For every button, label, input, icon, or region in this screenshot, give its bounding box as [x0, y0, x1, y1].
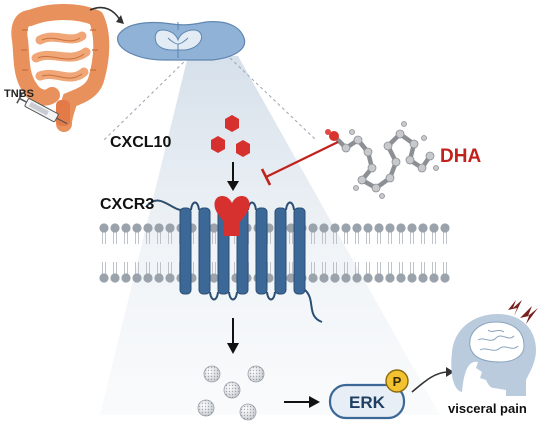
- lipid-head: [396, 223, 406, 233]
- inhibition-bar: [260, 168, 272, 186]
- lipid-head: [418, 273, 428, 283]
- erk-node: [328, 383, 406, 420]
- lipid-head: [319, 273, 329, 283]
- lipid-head: [418, 223, 428, 233]
- lipid-head: [396, 273, 406, 283]
- lipid-head: [308, 223, 318, 233]
- lipid-head: [132, 223, 142, 233]
- erk-label: ERK: [349, 393, 386, 412]
- gut-to-cord-arrow: [89, 6, 121, 21]
- lipid-head: [121, 273, 131, 283]
- brain-pain-icon: [451, 300, 538, 396]
- vesicle-cluster: [197, 365, 265, 421]
- cxcr3-label: CXCR3: [100, 196, 154, 213]
- lipid-head: [209, 223, 219, 233]
- lipid-head: [374, 273, 384, 283]
- lipid-head: [330, 223, 340, 233]
- spinal-cord-icon: [117, 21, 246, 61]
- lipid-head: [429, 273, 439, 283]
- lipid-head: [165, 223, 175, 233]
- dha-molecule-icon: [325, 121, 439, 199]
- lipid-head: [319, 223, 329, 233]
- lipid-head: [110, 273, 120, 283]
- lipid-head: [341, 273, 351, 283]
- lipid-head: [440, 273, 450, 283]
- lipid-head: [286, 273, 296, 283]
- lipid-head: [154, 273, 164, 283]
- lipid-head: [143, 223, 153, 233]
- lipid-head: [154, 223, 164, 233]
- phospho-badge: [385, 369, 409, 393]
- magnification-cone: [100, 56, 440, 415]
- lipid-head: [330, 273, 340, 283]
- syringe-icon: [16, 93, 68, 125]
- phospho-label: P: [393, 374, 402, 389]
- cxcl10-label: CXCL10: [110, 134, 171, 151]
- dha-label: DHA: [440, 146, 481, 167]
- lipid-head: [385, 273, 395, 283]
- lipid-head: [165, 273, 175, 283]
- lipid-head: [286, 223, 296, 233]
- lipid-head: [352, 273, 362, 283]
- lipid-head: [99, 223, 109, 233]
- lipid-head: [352, 223, 362, 233]
- lipid-head: [407, 273, 417, 283]
- to-pain-arrow: [411, 371, 449, 393]
- lipid-head: [385, 223, 395, 233]
- dha-inhibition-line: [265, 141, 339, 178]
- tnbs-label: TNBS: [4, 88, 34, 100]
- cxcl10-ligand-icon: [211, 115, 250, 157]
- lipid-head: [209, 273, 219, 283]
- lipid-head: [121, 223, 131, 233]
- lipid-head: [429, 223, 439, 233]
- lipid-head: [99, 273, 109, 283]
- lipid-head: [440, 223, 450, 233]
- lipid-head: [308, 273, 318, 283]
- lipid-head: [110, 223, 120, 233]
- visceral-pain-label: visceral pain: [448, 401, 527, 416]
- lipid-head: [374, 223, 384, 233]
- cxcr3-receptor-icon: [145, 196, 323, 323]
- lipid-head: [407, 223, 417, 233]
- intestine-icon: [11, 4, 110, 132]
- lipid-head: [132, 273, 142, 283]
- lipid-head: [363, 223, 373, 233]
- lipid-head: [143, 273, 153, 283]
- lipid-head: [363, 273, 373, 283]
- lipid-head: [341, 223, 351, 233]
